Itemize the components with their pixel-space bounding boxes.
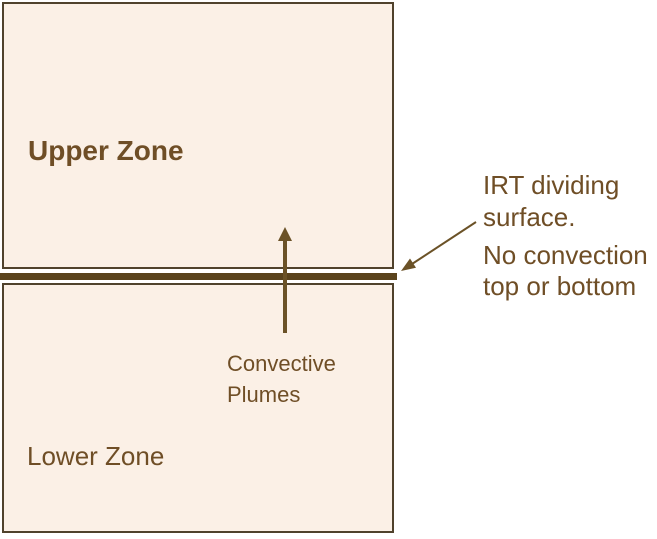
irt-dividing-surface-label: IRT dividing surface. [483, 170, 620, 232]
lower-zone-label: Lower Zone [27, 441, 165, 471]
lower-zone-box [2, 283, 394, 533]
convective-plumes-label: Convective Plumes [227, 351, 336, 407]
upper-zone-box [2, 2, 394, 269]
upper-zone-label: Upper Zone [28, 135, 184, 166]
no-convection-label: No convection top or bottom [483, 240, 648, 301]
irt-dividing-surface-bar [0, 273, 397, 280]
pointer-arrow-icon [401, 221, 477, 271]
